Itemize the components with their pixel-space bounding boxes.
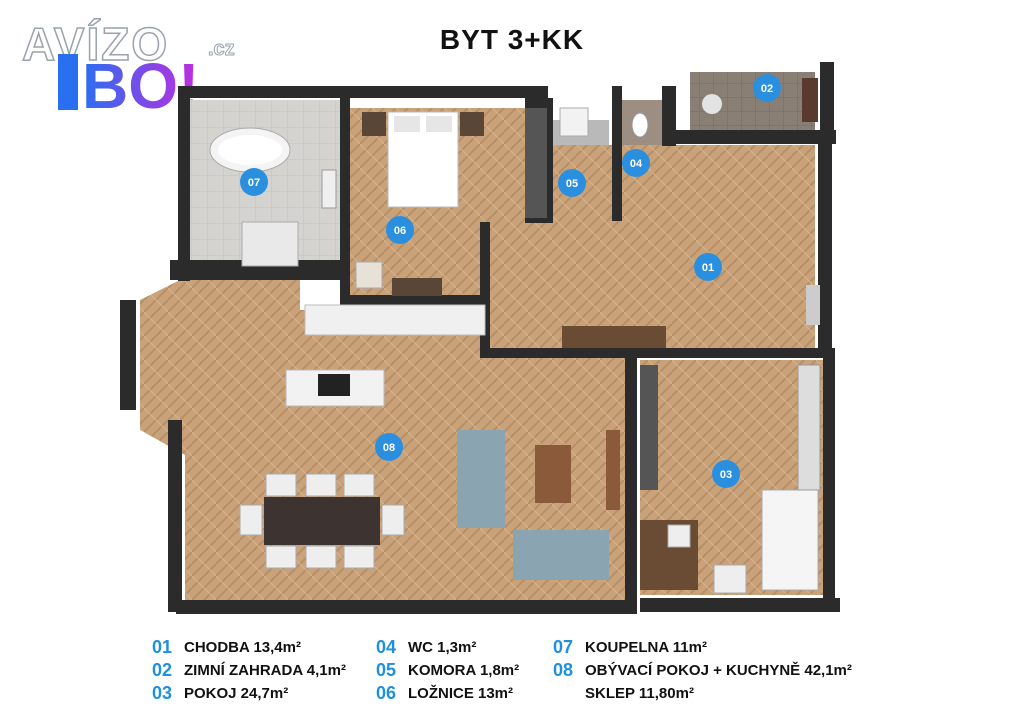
legend-label: POKOJ 24,7m² bbox=[184, 685, 289, 702]
badge-03: 03 bbox=[720, 469, 732, 481]
badge-04: 04 bbox=[630, 158, 643, 170]
legend-col-2: 04 WC 1,3m² 05 KOMORA 1,8m² 06 LOŽNICE 13m² bbox=[376, 636, 519, 705]
pillow-icon bbox=[426, 116, 452, 132]
legend-label: ZIMNÍ ZAHRADA 4,1m² bbox=[184, 662, 346, 679]
legend-num: 04 bbox=[376, 637, 397, 657]
washer-icon bbox=[559, 107, 589, 137]
shower-icon bbox=[241, 221, 299, 267]
room-badges: 01 02 03 04 05 06 07 08 bbox=[240, 74, 781, 488]
legend-item: 07 KOUPELNA 11m² bbox=[553, 636, 852, 659]
sofa-icon bbox=[457, 430, 505, 528]
wardrobe-icon bbox=[525, 108, 547, 218]
bench-icon bbox=[562, 326, 666, 348]
sink-icon bbox=[321, 169, 337, 209]
watermark-site: AVÍZO bbox=[21, 17, 170, 71]
legend-extra: SKLEP 11,80m² bbox=[553, 682, 852, 705]
legend-label: KOMORA 1,8m² bbox=[408, 662, 520, 679]
dresser-icon bbox=[392, 278, 442, 296]
avizo-watermark: AVÍZO .cz BO! bbox=[21, 17, 252, 116]
legend-num: 08 bbox=[553, 660, 574, 680]
table-icon bbox=[702, 94, 722, 114]
bed-icon bbox=[761, 489, 819, 591]
legend-label: OBÝVACÍ POKOJ + KUCHYNĚ 42,1m² bbox=[585, 662, 852, 679]
legend-num: 05 bbox=[376, 660, 397, 680]
kitchen-counter bbox=[304, 304, 486, 336]
badge-01: 01 bbox=[702, 262, 714, 274]
legend-item: 08 OBÝVACÍ POKOJ + KUCHYNĚ 42,1m² bbox=[553, 659, 852, 682]
legend-item: 04 WC 1,3m² bbox=[376, 636, 519, 659]
legend-num: 03 bbox=[152, 683, 173, 703]
bathtub-icon bbox=[209, 127, 291, 173]
watermark-tld: .cz bbox=[208, 38, 236, 61]
legend-col-1: 01 CHODBA 13,4m² 02 ZIMNÍ ZAHRADA 4,1m² 03… bbox=[152, 636, 346, 705]
badge-02: 02 bbox=[761, 83, 773, 95]
dining-table-icon bbox=[264, 497, 380, 545]
badge-05: 05 bbox=[566, 178, 578, 190]
legend-num: 06 bbox=[376, 683, 397, 703]
shelf-icon bbox=[802, 78, 818, 122]
legend-label: SKLEP 11,80m² bbox=[585, 685, 694, 702]
legend-item: 05 KOMORA 1,8m² bbox=[376, 659, 519, 682]
nightstand-icon bbox=[362, 112, 386, 136]
door-icon bbox=[806, 285, 820, 325]
toilet-icon bbox=[631, 112, 649, 138]
legend-num: 07 bbox=[553, 637, 574, 657]
nightstand-icon bbox=[460, 112, 484, 136]
legend-num: 02 bbox=[152, 660, 173, 680]
sofa-icon bbox=[513, 530, 609, 580]
legend-item: 06 LOŽNICE 13m² bbox=[376, 682, 519, 705]
legend-item: 01 CHODBA 13,4m² bbox=[152, 636, 346, 659]
legend-label: LOŽNICE 13m² bbox=[408, 685, 514, 702]
page-title: BYT 3+KK bbox=[439, 24, 585, 55]
badge-07: 07 bbox=[248, 177, 260, 189]
coffee-table-icon bbox=[535, 445, 571, 503]
legend-item: 03 POKOJ 24,7m² bbox=[152, 682, 346, 705]
legend-col-3: 07 KOUPELNA 11m² 08 OBÝVACÍ POKOJ + KUCHYN… bbox=[553, 636, 852, 705]
cooktop-icon bbox=[318, 374, 350, 396]
cabinet-icon bbox=[713, 564, 747, 594]
legend-num: 01 bbox=[152, 637, 173, 657]
tv-stand-icon bbox=[606, 430, 620, 510]
legend-label: CHODBA 13,4m² bbox=[184, 639, 301, 656]
walls bbox=[120, 62, 840, 614]
wardrobe-icon bbox=[797, 364, 821, 491]
legend-label: WC 1,3m² bbox=[408, 639, 477, 656]
wardrobe-icon bbox=[640, 365, 658, 490]
armchair-icon bbox=[355, 261, 383, 289]
legend-item: 02 ZIMNÍ ZAHRADA 4,1m² bbox=[152, 659, 346, 682]
legend-label: KOUPELNA 11m² bbox=[585, 639, 707, 656]
chair-icon bbox=[667, 524, 691, 548]
pillow-icon bbox=[394, 116, 420, 132]
badge-06: 06 bbox=[394, 225, 406, 237]
badge-08: 08 bbox=[383, 442, 395, 454]
chairs bbox=[239, 473, 405, 569]
